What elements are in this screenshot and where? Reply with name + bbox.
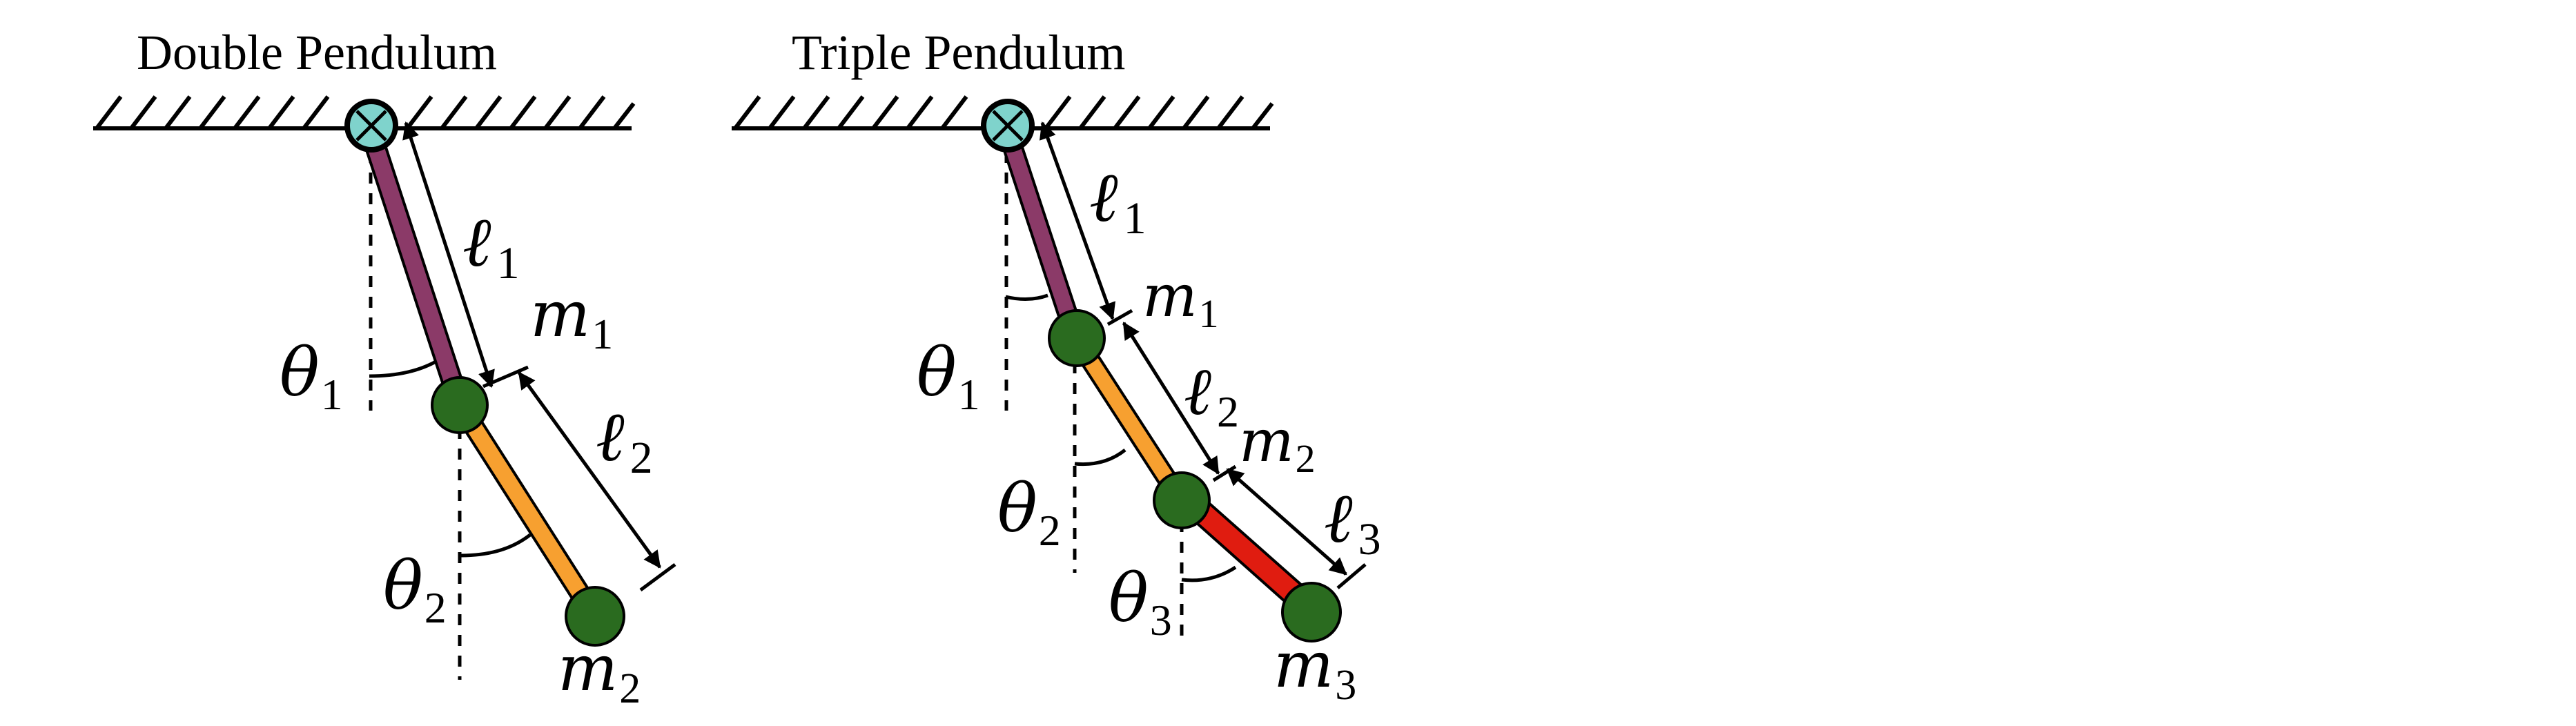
triple-mass-2 bbox=[1153, 471, 1211, 529]
triple-l3-dimension bbox=[1226, 468, 1347, 576]
double-rod-2 bbox=[450, 398, 605, 623]
triple-theta3-arc bbox=[1181, 565, 1237, 582]
triple-theta2-label: θ2 bbox=[997, 470, 1061, 555]
double-m2-label: m2 bbox=[558, 631, 641, 712]
triple-rod-1 bbox=[997, 126, 1086, 344]
triple-theta2-arc bbox=[1074, 449, 1126, 467]
double-mass-2 bbox=[565, 586, 625, 647]
double-l2-tick bbox=[639, 562, 676, 592]
triple-mass-1 bbox=[1048, 309, 1106, 367]
triple-pivot bbox=[981, 99, 1035, 153]
triple-mass-3 bbox=[1281, 582, 1342, 642]
double-theta1-label: θ1 bbox=[280, 334, 343, 419]
double-l1-tick bbox=[482, 365, 529, 389]
triple-theta1-label: θ1 bbox=[917, 334, 980, 419]
double-theta2-arc bbox=[460, 533, 531, 558]
triple-l1-dimension bbox=[1039, 121, 1116, 320]
double-l1-dimension bbox=[402, 121, 495, 388]
double-theta2-label: θ2 bbox=[383, 547, 447, 632]
triple-pendulum-diagram: Triple Pendulum bbox=[732, 25, 1381, 709]
triple-pendulum-title: Triple Pendulum bbox=[792, 25, 1125, 80]
triple-l2-dimension bbox=[1122, 322, 1220, 475]
double-pivot bbox=[344, 99, 398, 153]
double-mass-1 bbox=[431, 376, 489, 434]
triple-m2-label: m2 bbox=[1239, 407, 1316, 481]
double-pendulum-diagram: Double Pendulum bbox=[93, 25, 676, 712]
triple-m3-label: m3 bbox=[1274, 628, 1356, 709]
triple-m1-label: m1 bbox=[1142, 262, 1219, 336]
triple-l3-tick bbox=[1336, 563, 1367, 589]
triple-theta3-label: θ3 bbox=[1109, 560, 1172, 645]
double-l2-dimension bbox=[517, 371, 662, 569]
double-m1-label: m1 bbox=[530, 277, 613, 358]
triple-theta1-arc bbox=[1005, 293, 1048, 301]
double-pendulum-title: Double Pendulum bbox=[137, 25, 497, 80]
triple-l1-tick bbox=[1106, 308, 1133, 326]
